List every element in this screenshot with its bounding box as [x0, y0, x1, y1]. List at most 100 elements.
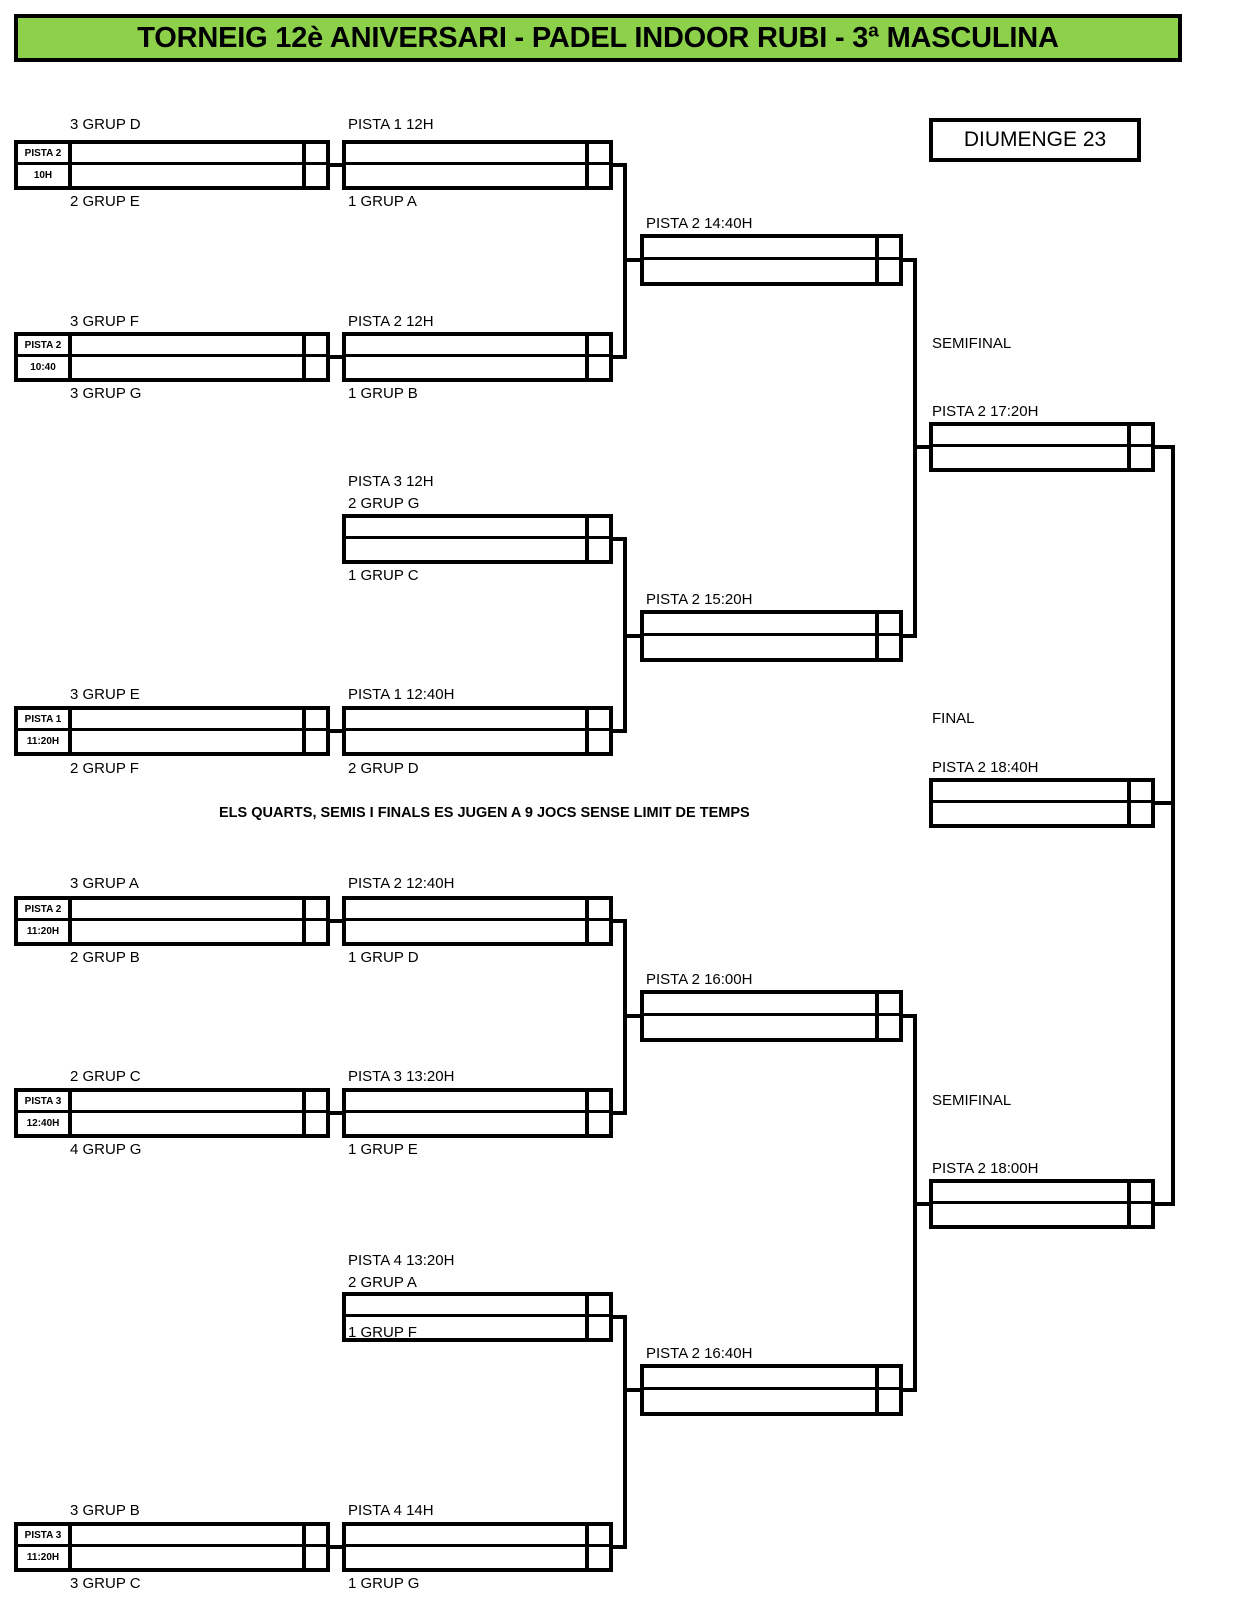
player-name-slot[interactable] [346, 731, 589, 752]
match-box-r1-5[interactable]: PISTA 3 12:40H [14, 1088, 330, 1138]
score-cell[interactable] [879, 1368, 899, 1387]
score-cell[interactable] [589, 1526, 609, 1544]
match-box-qf-1[interactable] [640, 234, 903, 286]
match-box-r2-6[interactable] [342, 1088, 613, 1138]
score-cell[interactable] [306, 1092, 326, 1110]
match-box-r1-1[interactable]: PISTA 2 10H [14, 140, 330, 190]
match-box-r1-3[interactable]: PISTA 1 11:20H [14, 706, 330, 756]
match-slot-bottom[interactable] [644, 1016, 899, 1038]
player-name-slot[interactable] [346, 1092, 589, 1110]
score-cell[interactable] [306, 710, 326, 728]
score-cell[interactable] [879, 238, 899, 257]
player-name-slot[interactable] [644, 1368, 879, 1387]
match-box-sf-1[interactable] [929, 422, 1155, 472]
match-slot-top[interactable] [346, 900, 609, 921]
match-slot-bottom[interactable]: 10:40 [18, 357, 326, 378]
player-name-slot[interactable] [346, 1526, 589, 1544]
score-cell[interactable] [879, 636, 899, 658]
player-name-slot[interactable] [72, 731, 306, 752]
match-box-r2-1[interactable] [342, 140, 613, 190]
match-box-r2-4[interactable] [342, 706, 613, 756]
match-slot-bottom[interactable] [346, 1547, 609, 1568]
score-cell[interactable] [306, 144, 326, 162]
player-name-slot[interactable] [346, 165, 589, 186]
match-slot-top[interactable]: PISTA 2 [18, 336, 326, 357]
score-cell[interactable] [589, 539, 609, 560]
match-slot-bottom[interactable] [644, 636, 899, 658]
match-slot-top[interactable]: PISTA 2 [18, 900, 326, 921]
match-slot-top[interactable]: PISTA 1 [18, 710, 326, 731]
score-cell[interactable] [589, 1547, 609, 1568]
match-slot-top[interactable] [346, 710, 609, 731]
score-cell[interactable] [589, 144, 609, 162]
player-name-slot[interactable] [644, 614, 879, 633]
player-name-slot[interactable] [644, 238, 879, 257]
player-name-slot[interactable] [346, 144, 589, 162]
match-slot-top[interactable]: PISTA 3 [18, 1526, 326, 1547]
match-slot-bottom[interactable] [346, 1113, 609, 1134]
match-slot-top[interactable] [933, 782, 1151, 803]
player-name-slot[interactable] [933, 447, 1131, 468]
match-slot-top[interactable] [346, 518, 609, 539]
match-slot-bottom[interactable]: 11:20H [18, 1547, 326, 1568]
player-name-slot[interactable] [933, 1183, 1131, 1201]
match-slot-top[interactable] [644, 614, 899, 636]
match-box-sf-2[interactable] [929, 1179, 1155, 1229]
player-name-slot[interactable] [72, 165, 306, 186]
score-cell[interactable] [306, 921, 326, 942]
player-name-slot[interactable] [933, 1204, 1131, 1225]
match-slot-top[interactable] [933, 1183, 1151, 1204]
match-slot-bottom[interactable]: 11:20H [18, 731, 326, 752]
player-name-slot[interactable] [72, 921, 306, 942]
match-slot-top[interactable] [346, 336, 609, 357]
score-cell[interactable] [306, 1526, 326, 1544]
player-name-slot[interactable] [72, 710, 306, 728]
score-cell[interactable] [589, 1317, 609, 1338]
player-name-slot[interactable] [933, 426, 1131, 444]
score-cell[interactable] [1131, 447, 1151, 468]
match-box-r2-8[interactable] [342, 1522, 613, 1572]
match-box-r2-2[interactable] [342, 332, 613, 382]
match-slot-bottom[interactable] [346, 1317, 609, 1338]
match-box-qf-4[interactable] [640, 1364, 903, 1416]
player-name-slot[interactable] [644, 994, 879, 1013]
score-cell[interactable] [589, 710, 609, 728]
player-name-slot[interactable] [933, 782, 1131, 800]
score-cell[interactable] [306, 336, 326, 354]
score-cell[interactable] [306, 1547, 326, 1568]
player-name-slot[interactable] [72, 1526, 306, 1544]
match-box-qf-3[interactable] [640, 990, 903, 1042]
score-cell[interactable] [879, 260, 899, 282]
match-slot-bottom[interactable] [933, 1204, 1151, 1225]
score-cell[interactable] [589, 731, 609, 752]
player-name-slot[interactable] [644, 1390, 879, 1412]
match-box-r1-2[interactable]: PISTA 2 10:40 [14, 332, 330, 382]
player-name-slot[interactable] [644, 636, 879, 658]
match-box-final[interactable] [929, 778, 1155, 828]
score-cell[interactable] [879, 994, 899, 1013]
match-slot-top[interactable] [644, 1368, 899, 1390]
score-cell[interactable] [589, 518, 609, 536]
match-slot-bottom[interactable] [933, 447, 1151, 468]
score-cell[interactable] [1131, 803, 1151, 824]
player-name-slot[interactable] [346, 710, 589, 728]
player-name-slot[interactable] [72, 1113, 306, 1134]
match-slot-bottom[interactable] [346, 357, 609, 378]
match-slot-bottom[interactable] [346, 731, 609, 752]
match-box-r2-3[interactable] [342, 514, 613, 564]
score-cell[interactable] [1131, 1183, 1151, 1201]
player-name-slot[interactable] [346, 1296, 589, 1314]
match-slot-top[interactable] [644, 994, 899, 1016]
player-name-slot[interactable] [346, 518, 589, 536]
player-name-slot[interactable] [933, 803, 1131, 824]
score-cell[interactable] [306, 900, 326, 918]
score-cell[interactable] [589, 1113, 609, 1134]
player-name-slot[interactable] [72, 1547, 306, 1568]
player-name-slot[interactable] [346, 539, 589, 560]
player-name-slot[interactable] [346, 921, 589, 942]
player-name-slot[interactable] [346, 1113, 589, 1134]
match-box-r2-5[interactable] [342, 896, 613, 946]
player-name-slot[interactable] [346, 357, 589, 378]
player-name-slot[interactable] [346, 1317, 589, 1338]
player-name-slot[interactable] [644, 260, 879, 282]
